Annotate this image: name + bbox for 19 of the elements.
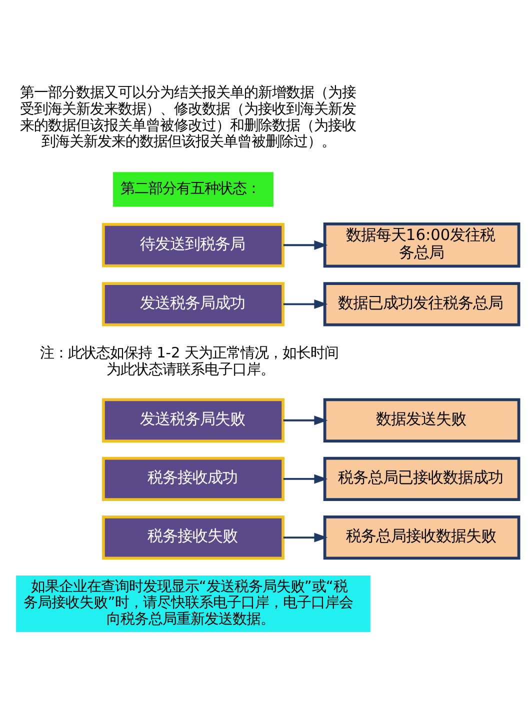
arrow — [283, 474, 328, 484]
node-box: 发送税务局成功 — [102, 282, 284, 326]
node-box: 税务接收失败 — [102, 515, 284, 560]
node-box: 发送税务局失败 — [102, 398, 284, 442]
label: 第二部分有五种状态： — [120, 180, 261, 197]
arrow — [283, 532, 328, 542]
node-box: 待发送到税务局 — [102, 223, 284, 268]
node-box: 税务总局接收数据失败 — [323, 515, 520, 560]
arrow — [283, 299, 328, 309]
node-box: 税务接收成功 — [102, 456, 284, 502]
node-box: 数据发送失败 — [323, 398, 520, 442]
label: 注：此状态如保持 1-2 天为正常情况，如长时间为此状态请联系电子口岸。 — [40, 345, 339, 378]
arrow — [283, 416, 328, 426]
node-box: 数据每天16:00发往税务总局 — [323, 222, 520, 268]
label: 如果企业在查询时发现显示“发送税务局失败”或“税务局接收失败”时，请尽快联系电子口岸，电子口岸会向税务总局重新发送数据。 — [24, 578, 354, 628]
node-box: 税务总局已接收数据成功 — [323, 456, 520, 502]
label: 第一部分数据又可以分为结关报关单的新增数据（为接受到海关新发来数据）、修改数据（为接收到海关新发来的数据但该报关单曾被修改过）和删除数据（为接收到海关新发来的数据但该报关单曾被删除过）。 — [20, 85, 356, 150]
arrow — [283, 240, 328, 250]
node-box: 数据已成功发往税务总局 — [323, 282, 520, 326]
